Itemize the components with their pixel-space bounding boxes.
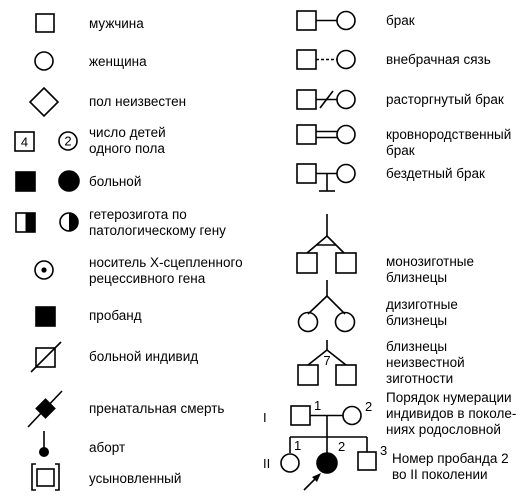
x-carrier-symbol <box>34 260 54 280</box>
dz-twin-left <box>297 311 319 333</box>
gen1-father-number: 1 <box>314 398 321 413</box>
uz-twins-digit: 7 <box>323 353 330 368</box>
proband-arrow-head <box>312 473 321 482</box>
affected-female-symbol <box>58 170 80 192</box>
gen1-mother-number: 2 <box>365 399 372 414</box>
consanguineous-female <box>336 124 356 145</box>
label-extramarital: внебрачная сязь <box>386 52 491 67</box>
uz-twin-left <box>297 364 319 386</box>
male-symbol <box>35 13 55 33</box>
label-x-carrier: носитель Х-сцепленного рецессивного гена <box>89 255 243 286</box>
proband-symbol <box>35 306 56 327</box>
label-consanguineous: кровнородственный брак <box>386 127 512 158</box>
gen2-proband-number: 2 <box>338 439 345 454</box>
label-deceased: больной индивид <box>89 349 199 364</box>
heterozygote-female-fill <box>69 213 78 231</box>
extramarital-female <box>336 49 356 70</box>
children-count-square <box>14 131 35 152</box>
label-female: женщина <box>89 54 147 69</box>
label-unknown-zygosity: близнецы неизвестной зиготности <box>386 339 465 386</box>
divorced-slash <box>319 90 334 109</box>
uz-twin-right <box>335 364 357 386</box>
gen2-child-3 <box>357 451 377 471</box>
abortion-symbol <box>39 447 49 457</box>
label-male: мужчина <box>89 16 144 31</box>
label-prenatal-death: пренатальная смерть <box>89 401 225 416</box>
deceased-individual-symbol <box>35 347 56 368</box>
children-count-square-digit: 4 <box>21 135 28 150</box>
divorced-female <box>336 89 356 110</box>
generation-two-label: II <box>263 456 270 471</box>
label-proband-number: Номер пробанда 2 во II поколении <box>392 451 509 482</box>
label-unknown-sex: пол неизвестен <box>89 94 187 109</box>
label-monozygotic: монозиготные близнецы <box>386 254 475 285</box>
label-divorced: расторгнутый брак <box>386 92 504 107</box>
gen1-mother <box>342 405 362 426</box>
label-abortion: аборт <box>89 440 126 455</box>
divorced-male <box>296 89 317 110</box>
generation-one-label: I <box>263 410 267 425</box>
label-dizygotic: дизиготные близнецы <box>386 297 458 328</box>
label-heterozygote: гетерозигота по патологическому гену <box>89 207 226 238</box>
label-numbering-order: Порядок нумерации индивидов в поколе- ни… <box>386 390 517 437</box>
affected-male-symbol <box>15 171 36 192</box>
marriage-female <box>336 10 356 31</box>
dz-twin-right <box>334 311 356 333</box>
gen2-child-1 <box>280 453 300 473</box>
deceased-slash <box>30 341 62 373</box>
prenatal-death-slash <box>27 390 63 428</box>
female-symbol <box>34 51 54 71</box>
dz-twins-branch-left <box>307 295 328 315</box>
adopted-bracket-right <box>55 463 60 491</box>
childless-male <box>296 163 317 184</box>
extramarital-male <box>296 49 317 70</box>
label-children-count: число детей одного пола <box>89 125 166 156</box>
children-count-circle-digit: 2 <box>64 134 71 149</box>
consanguineous-male <box>296 124 317 145</box>
marriage-male <box>296 10 317 31</box>
childless-female <box>336 163 356 184</box>
mz-twin-right <box>335 252 357 274</box>
label-childless: бездетный брак <box>386 166 485 181</box>
unknown-sex-symbol <box>28 86 60 118</box>
gen2-proband <box>316 452 338 474</box>
label-adopted: усыновленный <box>89 471 182 486</box>
uz-twins-branch-right <box>326 349 347 366</box>
uz-twins-branch-left <box>307 349 328 366</box>
adopted-bracket-left <box>31 463 36 491</box>
x-carrier-dot <box>41 267 47 273</box>
gen2-child-3-number: 3 <box>380 443 387 458</box>
label-proband: пробанд <box>89 308 142 323</box>
label-affected: больной <box>89 174 142 189</box>
dz-twins-branch-right <box>326 295 346 315</box>
gen1-father <box>290 405 311 426</box>
adopted-symbol <box>36 468 55 487</box>
children-count-circle <box>58 131 78 151</box>
gen2-child-1-number: 1 <box>294 438 301 453</box>
mz-twin-left <box>296 252 318 274</box>
heterozygote-male-fill <box>25 213 35 232</box>
label-marriage: брак <box>386 13 415 28</box>
